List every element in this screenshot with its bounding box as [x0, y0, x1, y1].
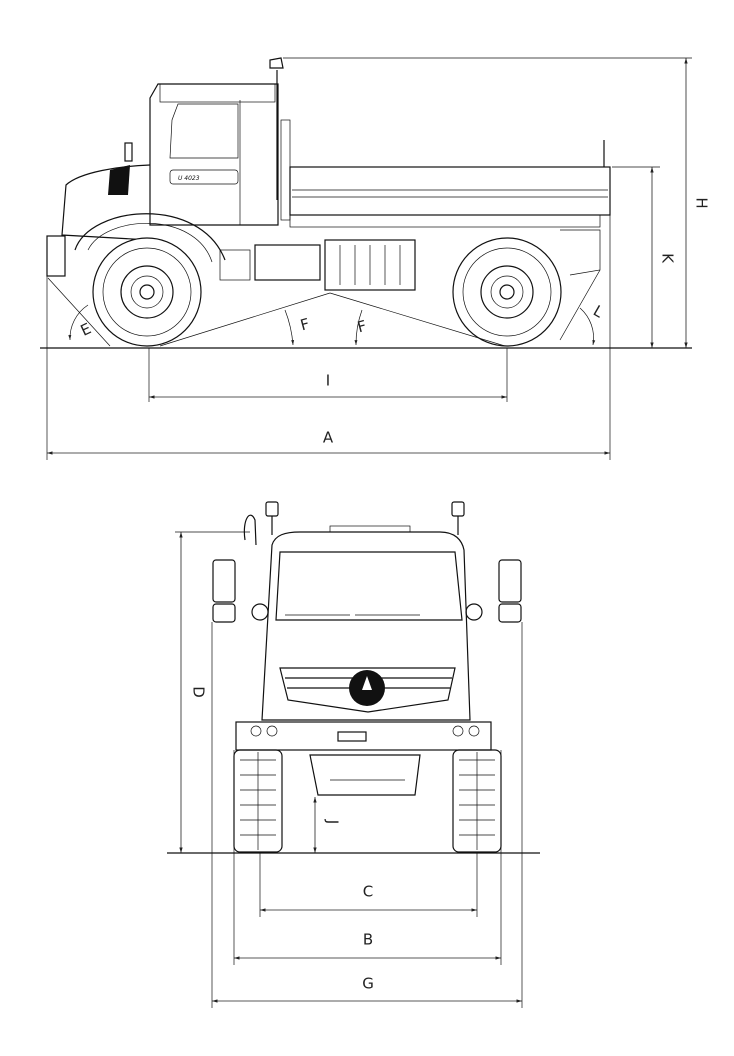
rear-wheel [452, 237, 562, 347]
angle-construction-lines [47, 269, 601, 347]
truck-side: U 4023 [46, 57, 611, 347]
label-B: B [363, 931, 373, 949]
model-badge: U 4023 [178, 175, 200, 182]
label-K: K [659, 253, 677, 264]
dimension-J: J [313, 797, 342, 853]
front-right-tyre [452, 749, 502, 853]
dimension-A: A [46, 170, 611, 460]
label-G: G [362, 975, 374, 993]
label-F-front: F [298, 315, 311, 335]
front-left-tyre [233, 749, 283, 853]
label-D: D [190, 686, 208, 698]
dimension-I: I [148, 348, 508, 402]
truck-front [212, 501, 522, 853]
dimension-B: B [233, 750, 502, 965]
label-I: I [326, 372, 330, 390]
label-H: H [693, 197, 711, 208]
side-view: U 4023 [40, 57, 711, 460]
dimension-K: K [612, 166, 677, 348]
label-E: E [78, 319, 94, 339]
dimension-G: G [211, 622, 523, 1008]
front-view: D J C B G [167, 501, 540, 1008]
dimension-H: H [283, 57, 711, 348]
label-A: A [323, 429, 334, 447]
dimension-C: C [259, 853, 478, 917]
label-C: C [363, 883, 373, 901]
front-wheel [92, 237, 202, 347]
dimension-D: D [175, 531, 250, 853]
label-F-rear: F [355, 317, 368, 337]
label-J: J [324, 819, 342, 824]
label-L: L [590, 302, 607, 322]
